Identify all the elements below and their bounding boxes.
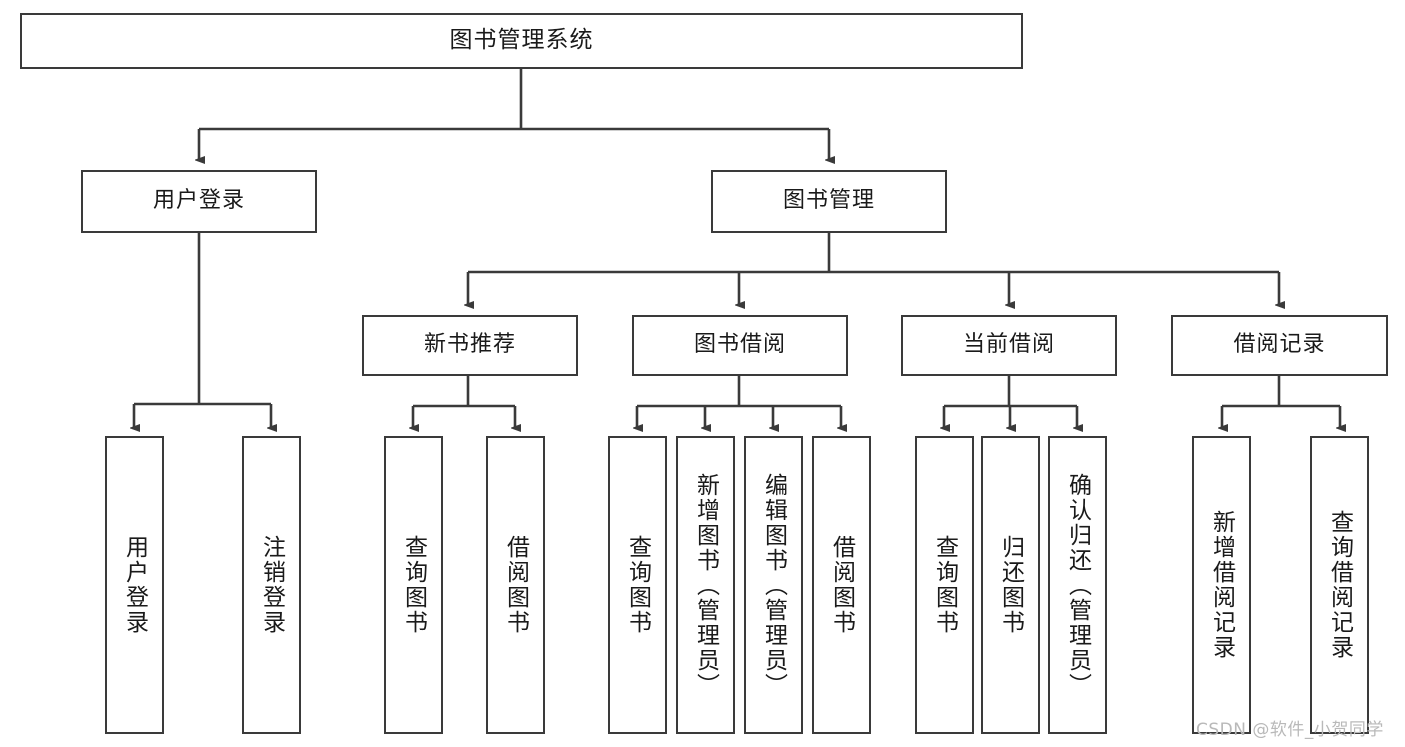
leaf-label: 查询图书 bbox=[931, 535, 958, 635]
leaf-label: 注销登录 bbox=[258, 535, 285, 635]
leaf-label: 查询图书 bbox=[400, 535, 427, 635]
leaf-label: 新增图书（管理员） bbox=[692, 472, 719, 698]
node-book-borrowing[interactable]: 图书借阅 bbox=[632, 315, 848, 376]
node-current-borrowing[interactable]: 当前借阅 bbox=[901, 315, 1117, 376]
leaf-new-book-query-books[interactable]: 查询图书 bbox=[384, 436, 443, 734]
leaf-book-borrow-query-books[interactable]: 查询图书 bbox=[608, 436, 667, 734]
leaf-label: 借阅图书 bbox=[828, 535, 855, 635]
csdn-watermark: CSDN @软件_小贺同学 bbox=[1196, 720, 1384, 740]
leaf-label: 确认归还（管理员） bbox=[1064, 472, 1091, 698]
leaf-user-login-login[interactable]: 用户登录 bbox=[105, 436, 164, 734]
node-label: 图书借阅 bbox=[693, 332, 786, 358]
leaf-label: 查询借阅记录 bbox=[1326, 510, 1353, 660]
node-borrow-records[interactable]: 借阅记录 bbox=[1171, 315, 1388, 376]
leaf-label: 查询图书 bbox=[624, 535, 651, 635]
leaf-book-borrow-add-book-admin[interactable]: 新增图书（管理员） bbox=[676, 436, 735, 734]
node-label: 用户登录 bbox=[152, 188, 245, 214]
leaf-book-borrow-borrow-books[interactable]: 借阅图书 bbox=[812, 436, 871, 734]
node-label: 图书管理系统 bbox=[449, 27, 594, 54]
leaf-label: 编辑图书（管理员） bbox=[760, 472, 787, 698]
node-label: 图书管理 bbox=[782, 188, 875, 214]
leaf-label: 新增借阅记录 bbox=[1208, 510, 1235, 660]
leaf-current-borrow-query-books[interactable]: 查询图书 bbox=[915, 436, 974, 734]
leaf-label: 归还图书 bbox=[997, 535, 1024, 635]
node-root-book-management-system[interactable]: 图书管理系统 bbox=[20, 13, 1023, 69]
node-book-management[interactable]: 图书管理 bbox=[711, 170, 947, 233]
leaf-label: 用户登录 bbox=[121, 535, 148, 635]
leaf-current-borrow-return-books[interactable]: 归还图书 bbox=[981, 436, 1040, 734]
leaf-borrow-record-query-record[interactable]: 查询借阅记录 bbox=[1310, 436, 1369, 734]
leaf-user-login-logout[interactable]: 注销登录 bbox=[242, 436, 301, 734]
node-label: 当前借阅 bbox=[962, 332, 1055, 358]
leaf-borrow-record-add-record[interactable]: 新增借阅记录 bbox=[1192, 436, 1251, 734]
node-label: 借阅记录 bbox=[1233, 332, 1326, 358]
leaf-label: 借阅图书 bbox=[502, 535, 529, 635]
node-label: 新书推荐 bbox=[423, 332, 516, 358]
leaf-current-borrow-confirm-return-admin[interactable]: 确认归还（管理员） bbox=[1048, 436, 1107, 734]
leaf-new-book-borrow-books[interactable]: 借阅图书 bbox=[486, 436, 545, 734]
node-user-login[interactable]: 用户登录 bbox=[81, 170, 317, 233]
node-new-book-recommendation[interactable]: 新书推荐 bbox=[362, 315, 578, 376]
leaf-book-borrow-edit-book-admin[interactable]: 编辑图书（管理员） bbox=[744, 436, 803, 734]
